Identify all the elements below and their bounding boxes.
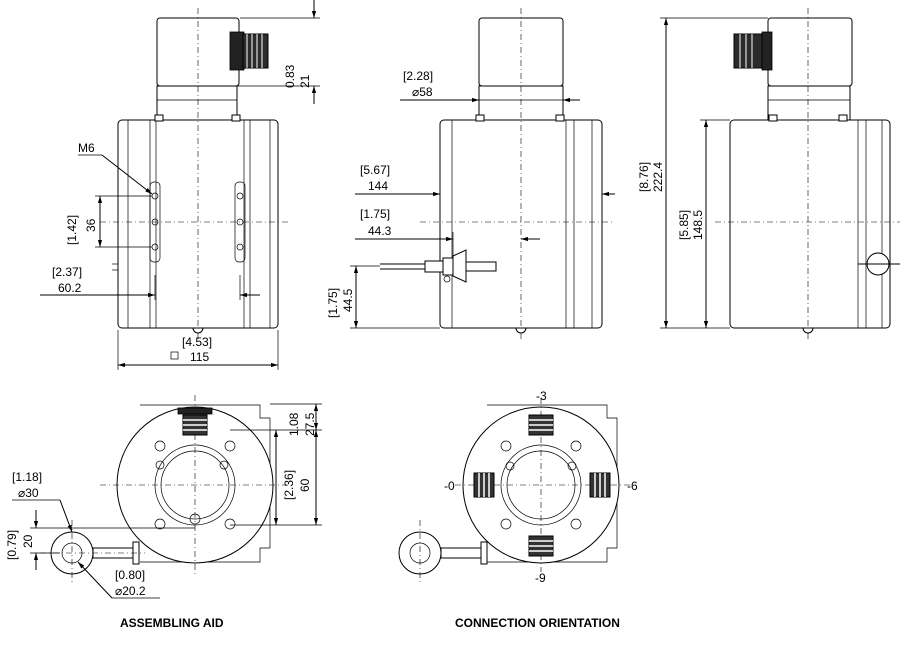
body-len-mm: 144 (368, 179, 388, 193)
width-mm: 115 (190, 350, 209, 364)
cap-dia-mm: ⌀58 (412, 85, 433, 99)
aid-dia-in: [1.18] (12, 470, 42, 484)
hole-span-mm: 60.2 (58, 281, 82, 295)
assembling-aid-view: 1.08 27.5 [2.36] 60 [1.18] ⌀30 [0.79] 20… (5, 395, 322, 630)
thread-label: M6 (78, 141, 95, 155)
pin-dia-in: [0.80] (115, 568, 145, 582)
total-height-mm: 222.4 (651, 162, 665, 192)
hole-pitch-in: [1.42] (65, 215, 79, 245)
position-right: -6 (627, 479, 638, 493)
body-len-in: [5.67] (360, 163, 390, 177)
center-offset-mm: 60 (298, 478, 312, 492)
pin-height-in: [1.75] (326, 288, 340, 318)
aid-dia-mm: ⌀30 (18, 486, 39, 500)
connection-orientation-caption: CONNECTION ORIENTATION (455, 616, 620, 630)
cap-height-in: 0.83 (283, 64, 297, 88)
position-bottom: -9 (535, 571, 546, 585)
pin-len-in: [1.75] (360, 207, 390, 221)
pin-height-mm: 44.5 (341, 288, 355, 312)
body-height-in: [5.85] (677, 210, 691, 240)
assembling-aid-caption: ASSEMBLING AID (120, 616, 224, 630)
cap-height-mm: 21 (298, 74, 312, 88)
conn-offset-in: 1.08 (287, 412, 301, 436)
cap-dia-in: [2.28] (403, 69, 433, 83)
position-top: -3 (536, 389, 547, 403)
hole-span-in: [2.37] (52, 265, 82, 279)
width-in: [4.53] (182, 335, 212, 349)
total-height-in: [8.76] (637, 162, 651, 192)
conn-offset-mm: 27.5 (303, 412, 317, 436)
front-view: 0.83 21 M6 [1.42] 36 [2.37] 60.2 [4.53] … (40, 0, 320, 370)
side-view: [2.28] ⌀58 [5.67] 144 [1.75] 44.3 [1.75]… (326, 8, 615, 340)
right-view: [8.76] 222.4 [5.85] 148.5 (637, 8, 900, 340)
offset-mm: 20 (21, 534, 35, 548)
pin-dia-mm: ⌀20.2 (115, 584, 146, 598)
pin-len-mm: 44.3 (368, 224, 392, 238)
hole-pitch-mm: 36 (84, 218, 98, 232)
offset-in: [0.79] (5, 530, 19, 560)
connection-orientation-view: -3 -0 -6 -9 CONNECTION ORIENTATION (398, 389, 638, 630)
body-height-mm: 148.5 (691, 210, 705, 240)
center-offset-in: [2.36] (282, 470, 296, 500)
position-left: -0 (444, 479, 455, 493)
